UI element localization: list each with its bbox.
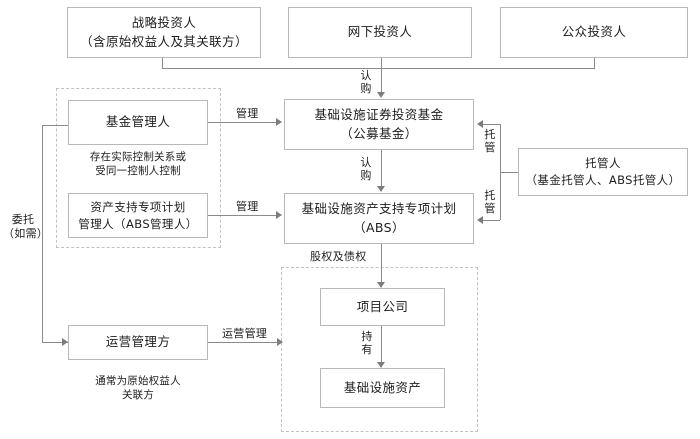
node-offline-investor-line1: 网下投资人 [347,24,413,40]
connector-custodian-spine [500,124,501,220]
node-project-company-line1: 项目公司 [356,298,409,314]
connector-custody-fund [482,124,500,125]
edge-label-manage-abs: 管理 [236,200,259,213]
caption-control-relation-line1: 存在实际控制关系或 [89,151,187,163]
node-abs-manager[interactable]: 资产支持专项计划 管理人（ABS管理人） [68,193,208,238]
connector-manage-abs [208,215,276,216]
node-abs-manager-line2: 管理人（ABS管理人） [78,216,198,231]
node-fund-manager[interactable]: 基金管理人 [68,100,208,145]
arrowhead-subscribe-top [377,92,385,98]
node-strategic-investor[interactable]: 战略投资人 （含原始权益人及其关联方） [67,7,261,58]
caption-control-relation: 存在实际控制关系或 受同一控制人控制 [62,150,214,178]
edge-label-entrust: 委托 （如需） [3,213,49,241]
node-operator[interactable]: 运营管理方 [68,325,208,360]
arrowhead-custody-abs [477,216,483,224]
caption-control-relation-line2: 受同一控制人控制 [95,165,181,178]
arrowhead-equity-debt [377,282,385,288]
node-abs-plan[interactable]: 基础设施资产支持专项计划 （ABS） [284,193,474,244]
edge-label-custody-abs: 托管 [484,189,496,215]
connector-investors-bus [162,68,594,69]
arrowhead-custody-fund [477,120,483,128]
connector-subscribe-top-stem [381,68,382,93]
connector-custodian-stub [500,172,518,173]
node-abs-manager-line1: 资产支持专项计划 [90,199,186,214]
connector-entrust-to-operator [42,342,68,343]
node-offline-investor[interactable]: 网下投资人 [288,7,472,58]
caption-operator-note: 通常为原始权益人 关联方 [62,374,214,402]
connector-equity-debt [381,244,382,283]
edge-label-entrust-line1: 委托 [11,213,35,226]
arrowhead-entrust [62,338,68,346]
caption-operator-note-line2: 关联方 [121,389,155,402]
connector-manage-fund [208,122,276,123]
connector-strategic-drop [162,58,163,69]
connector-offline-drop [381,58,382,69]
node-fund-manager-line1: 基金管理人 [105,114,171,130]
connector-subscribe-mid [381,150,382,187]
node-project-company[interactable]: 项目公司 [320,288,445,326]
node-public-investor-line1: 公众投资人 [561,24,627,40]
node-public-investor[interactable]: 公众投资人 [500,7,688,58]
edge-label-custody-fund: 托管 [484,128,496,154]
node-custodian-line1: 托管人 [585,156,621,171]
dashed-group-managers [56,88,221,248]
connector-entrust-spine [42,125,43,342]
edge-label-subscribe-mid: 认购 [360,156,372,182]
edge-label-equity-and-debt: 股权及债权 [310,250,367,263]
node-infra-asset[interactable]: 基础设施资产 [320,368,445,408]
node-custodian-line2: （基金托管人、ABS托管人） [525,173,681,187]
connector-public-drop [594,58,595,69]
dashed-group-project-assets [281,267,478,432]
caption-operator-note-line1: 通常为原始权益人 [95,375,181,387]
edge-label-entrust-line2: （如需） [3,226,49,240]
node-abs-plan-line1: 基础设施资产支持专项计划 [301,201,457,217]
connector-holding [381,326,382,363]
arrowhead-holding [377,362,385,368]
connector-entrust-stub [42,125,68,126]
node-abs-plan-line2: （ABS） [353,219,405,235]
edge-label-subscribe-top: 认购 [360,69,372,95]
arrowhead-operation-management [277,338,283,346]
connector-custody-abs [482,220,500,221]
edge-label-manage-fund: 管理 [236,107,259,120]
node-public-fund[interactable]: 基础设施证券投资基金 （公募基金） [284,99,474,150]
edge-label-operation-management: 运营管理 [222,327,268,340]
node-strategic-investor-line2: （含原始权益人及其关联方） [80,33,248,49]
node-public-fund-line1: 基础设施证券投资基金 [314,107,444,123]
node-strategic-investor-line1: 战略投资人 [131,15,197,31]
arrowhead-manage-abs [276,211,282,219]
node-custodian[interactable]: 托管人 （基金托管人、ABS托管人） [518,148,688,196]
arrowhead-manage-fund [276,118,282,126]
node-public-fund-line2: （公募基金） [340,125,418,141]
node-operator-line1: 运营管理方 [105,334,171,350]
arrowhead-subscribe-mid [377,186,385,192]
connector-operation-management [208,342,278,343]
edge-label-holding: 持有 [361,330,373,356]
node-infra-asset-line1: 基础设施资产 [343,379,422,395]
